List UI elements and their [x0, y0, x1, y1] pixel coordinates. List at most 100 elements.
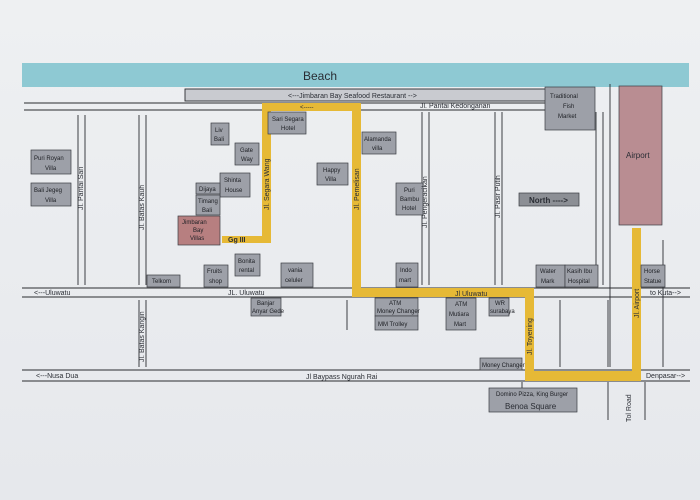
place-bonita-2: rental: [239, 268, 254, 274]
route-top: [262, 103, 357, 111]
box-gate-way: [234, 142, 260, 166]
label-to-kuta: to Kuta-->: [650, 290, 681, 297]
place-shinta-2: House: [225, 188, 243, 194]
north-badge: [518, 192, 580, 207]
label-pengeracikan: Jl. Pengeracikan: [422, 176, 429, 228]
box-domino: [488, 387, 578, 413]
route-toyaning: [525, 288, 534, 380]
box-happy: [316, 162, 349, 186]
place-horse-1: Horse: [644, 269, 661, 275]
label-uluwatu-main: Jl Uluwatu: [455, 291, 487, 298]
box-telkom: [146, 274, 181, 288]
route-bypass: [525, 371, 640, 381]
beach-label: Beach: [303, 69, 337, 83]
box-vania: [280, 262, 314, 288]
box-fruits: [203, 264, 229, 288]
place-dijaya: Dijaya: [199, 187, 216, 193]
label-segara-wang: Jl. Segara Wang: [264, 158, 271, 210]
route-gg3: [222, 236, 270, 243]
place-fish-3: Market: [558, 114, 577, 120]
place-bali-jegeg-1: Bali Jegeg: [34, 188, 62, 194]
box-timang: [195, 194, 221, 216]
label-pasir-putih: Jl. Pasir Putih: [495, 175, 502, 218]
place-atm-mutiara-2: Mutiara: [449, 312, 470, 318]
place-boxes: [30, 85, 666, 413]
label-pemelisan: Jl. Pemelisan: [354, 168, 361, 210]
box-dijaya: [195, 182, 221, 195]
beach-strip: [22, 63, 689, 87]
label-toyaning: Jl. Toyening: [527, 318, 534, 355]
place-puri-bambu-3: Hotel: [402, 206, 416, 212]
box-sari-segara: [267, 111, 307, 135]
box-liv-bali: [210, 122, 230, 146]
box-shinta: [219, 172, 251, 198]
place-kasih-2: Hospital: [568, 279, 590, 285]
place-wr-2: surabaya: [490, 309, 515, 315]
place-jimbaran-1: Jimbaran: [182, 220, 207, 226]
place-atm-mc-2: Money Changer: [377, 309, 420, 315]
box-alamanda: [361, 131, 397, 155]
label-batas-kauh: Jl. Batas Kauh: [139, 185, 146, 230]
place-benoa: Benoa Square: [505, 402, 557, 411]
place-jimbaran-3: Villas: [190, 236, 204, 242]
box-money-changer: [479, 357, 523, 371]
place-timang-2: Bali: [202, 208, 212, 214]
place-sari-segara-2: Hotel: [281, 126, 295, 132]
place-fruits-1: Fruits: [207, 269, 222, 275]
place-liv-bali-2: Bali: [214, 137, 224, 143]
place-mm-trolley: MM Trolley: [378, 322, 407, 328]
place-shinta-1: Shinta: [224, 178, 242, 184]
place-atm-mc-1: ATM: [389, 301, 401, 307]
label-arrow-left: <-----: [300, 105, 314, 111]
highlighted-route: [222, 103, 641, 381]
place-fruits-2: shop: [209, 279, 223, 285]
place-puri-royan-1: Puri Royan: [34, 156, 64, 162]
label-top-restaurant: <---Jimbaran Bay Seafood Restaurant -->: [288, 93, 417, 100]
box-horse: [640, 264, 666, 288]
label-airport-road: Jl. Airport: [634, 289, 641, 318]
box-airport: [618, 85, 663, 226]
place-banjar-1: Banjar: [257, 301, 274, 307]
place-domino: Domino Pizza, King Burger: [496, 392, 568, 398]
box-fish-market: [544, 86, 596, 131]
north-label: North ---->: [529, 196, 568, 205]
place-banjar-2: Anyar Gede: [252, 309, 285, 315]
label-bypass: Jl Baypass Ngurah Rai: [306, 374, 378, 381]
box-mm-trolley: [374, 315, 419, 331]
box-kasih-ibu: [564, 264, 599, 288]
box-puri-bambu: [395, 182, 424, 216]
label-pantai-sari: Jl. Pantai Sari: [78, 166, 85, 210]
place-timang-1: Timang: [198, 199, 218, 205]
box-bonita: [234, 253, 261, 277]
place-telkom: Telkom: [152, 279, 171, 285]
place-gate-way-2: Way: [241, 157, 253, 163]
place-puri-royan-2: Villa: [45, 166, 57, 172]
route-uluwatu: [352, 288, 532, 297]
place-happy-1: Happy: [323, 168, 340, 174]
place-water-2: Mark: [541, 279, 555, 285]
label-uluwatu-mid: JL. Uluwatu: [228, 290, 265, 297]
box-puri-royan: [30, 149, 72, 175]
box-wr: [488, 297, 510, 317]
box-bali-jegeg: [30, 182, 72, 207]
place-horse-2: Statue: [644, 279, 662, 285]
place-kasih-1: Kasih Ibu: [567, 269, 592, 275]
place-wr-1: WR: [495, 301, 506, 307]
place-indomart-2: mart: [399, 278, 411, 284]
place-fish-2: Fish: [563, 104, 574, 110]
place-bali-jegeg-2: Villa: [45, 198, 57, 204]
box-indomart: [395, 262, 419, 288]
place-atm-mutiara-3: Mart: [454, 322, 466, 328]
label-batas-kangin: Jl. Batas Kangin: [139, 311, 146, 362]
place-liv-bali-1: Liv: [215, 128, 223, 134]
place-vania-2: celuler: [285, 278, 303, 284]
place-indomart-1: Indo: [400, 268, 412, 274]
label-nusa-dua: <---Nusa Dua: [36, 373, 78, 380]
box-atm-mutiara: [445, 297, 477, 331]
place-airport: Airport: [626, 151, 650, 160]
route-airport: [632, 228, 641, 381]
place-happy-2: Villa: [325, 177, 337, 183]
place-water-1: Water: [540, 269, 556, 275]
